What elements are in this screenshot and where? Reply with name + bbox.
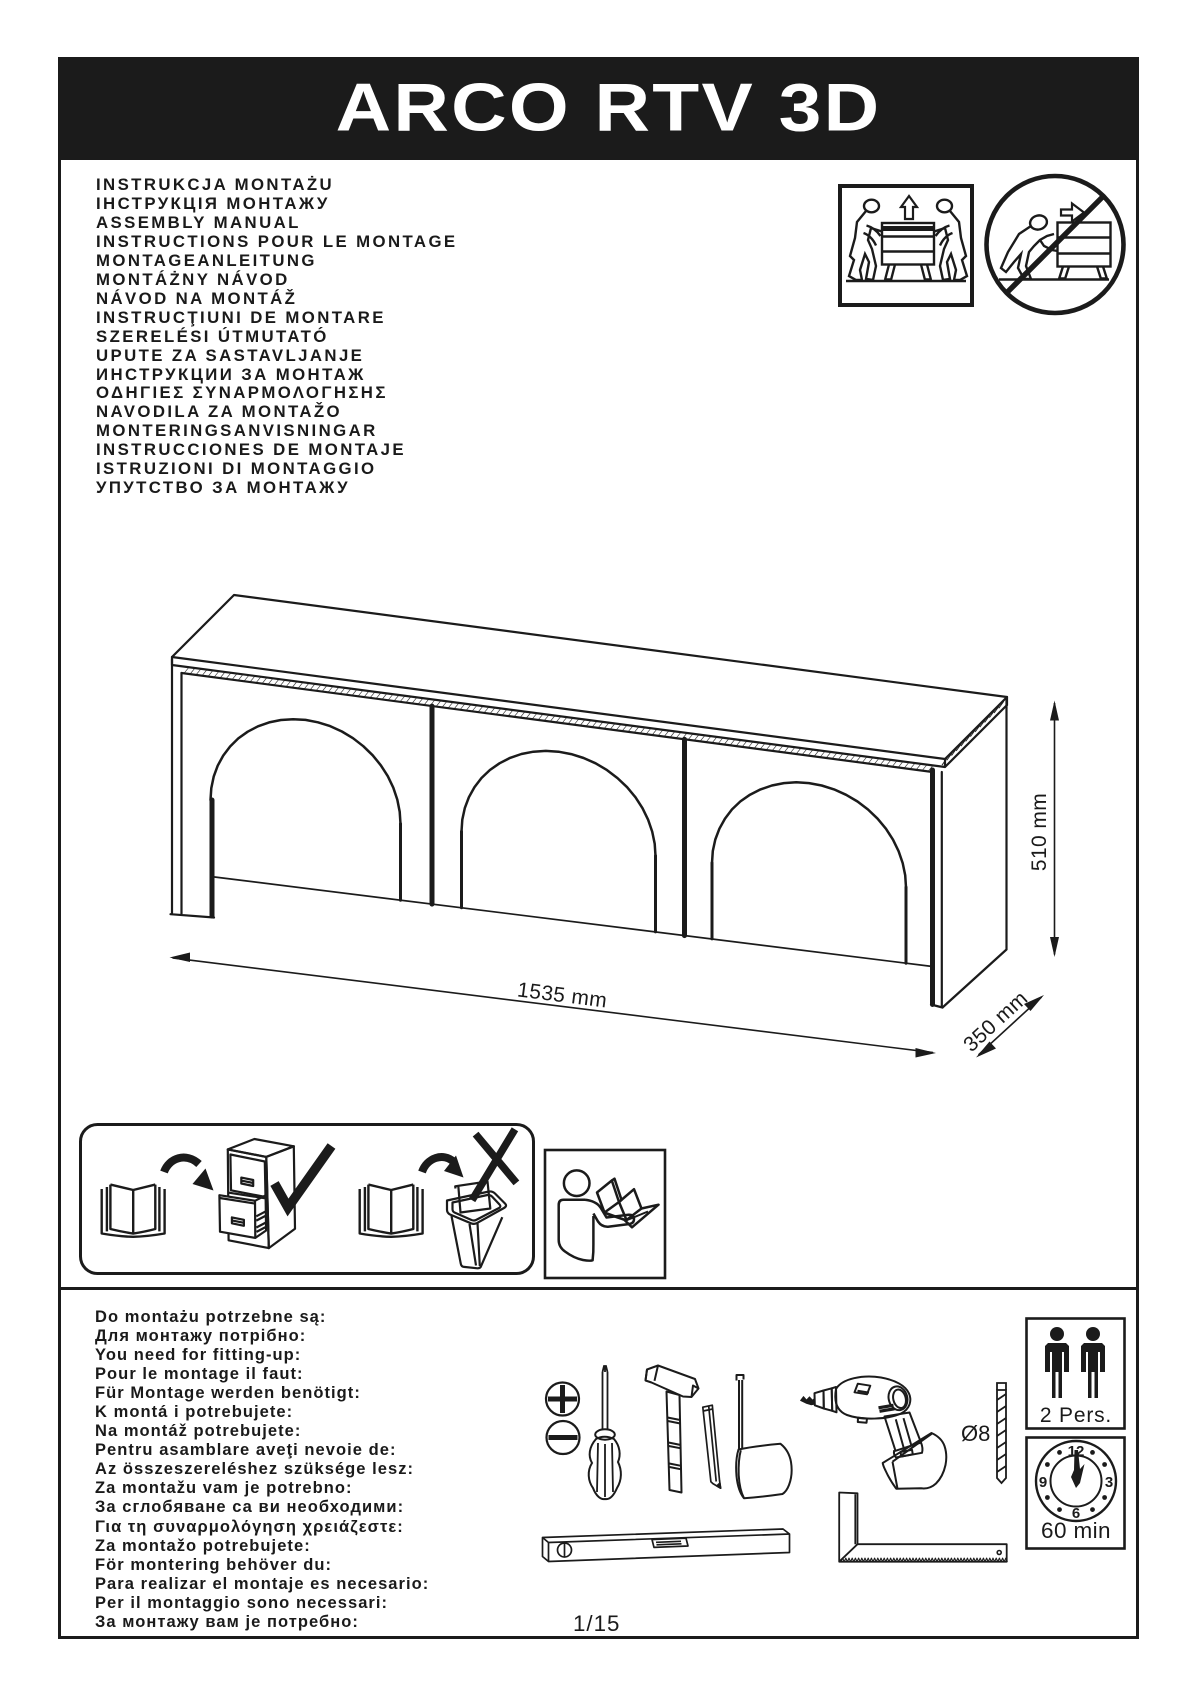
svg-text:6: 6 <box>1072 1505 1080 1522</box>
svg-text:3: 3 <box>1105 1474 1113 1491</box>
svg-text:9: 9 <box>1039 1474 1047 1491</box>
svg-text:12: 12 <box>1068 1443 1085 1460</box>
